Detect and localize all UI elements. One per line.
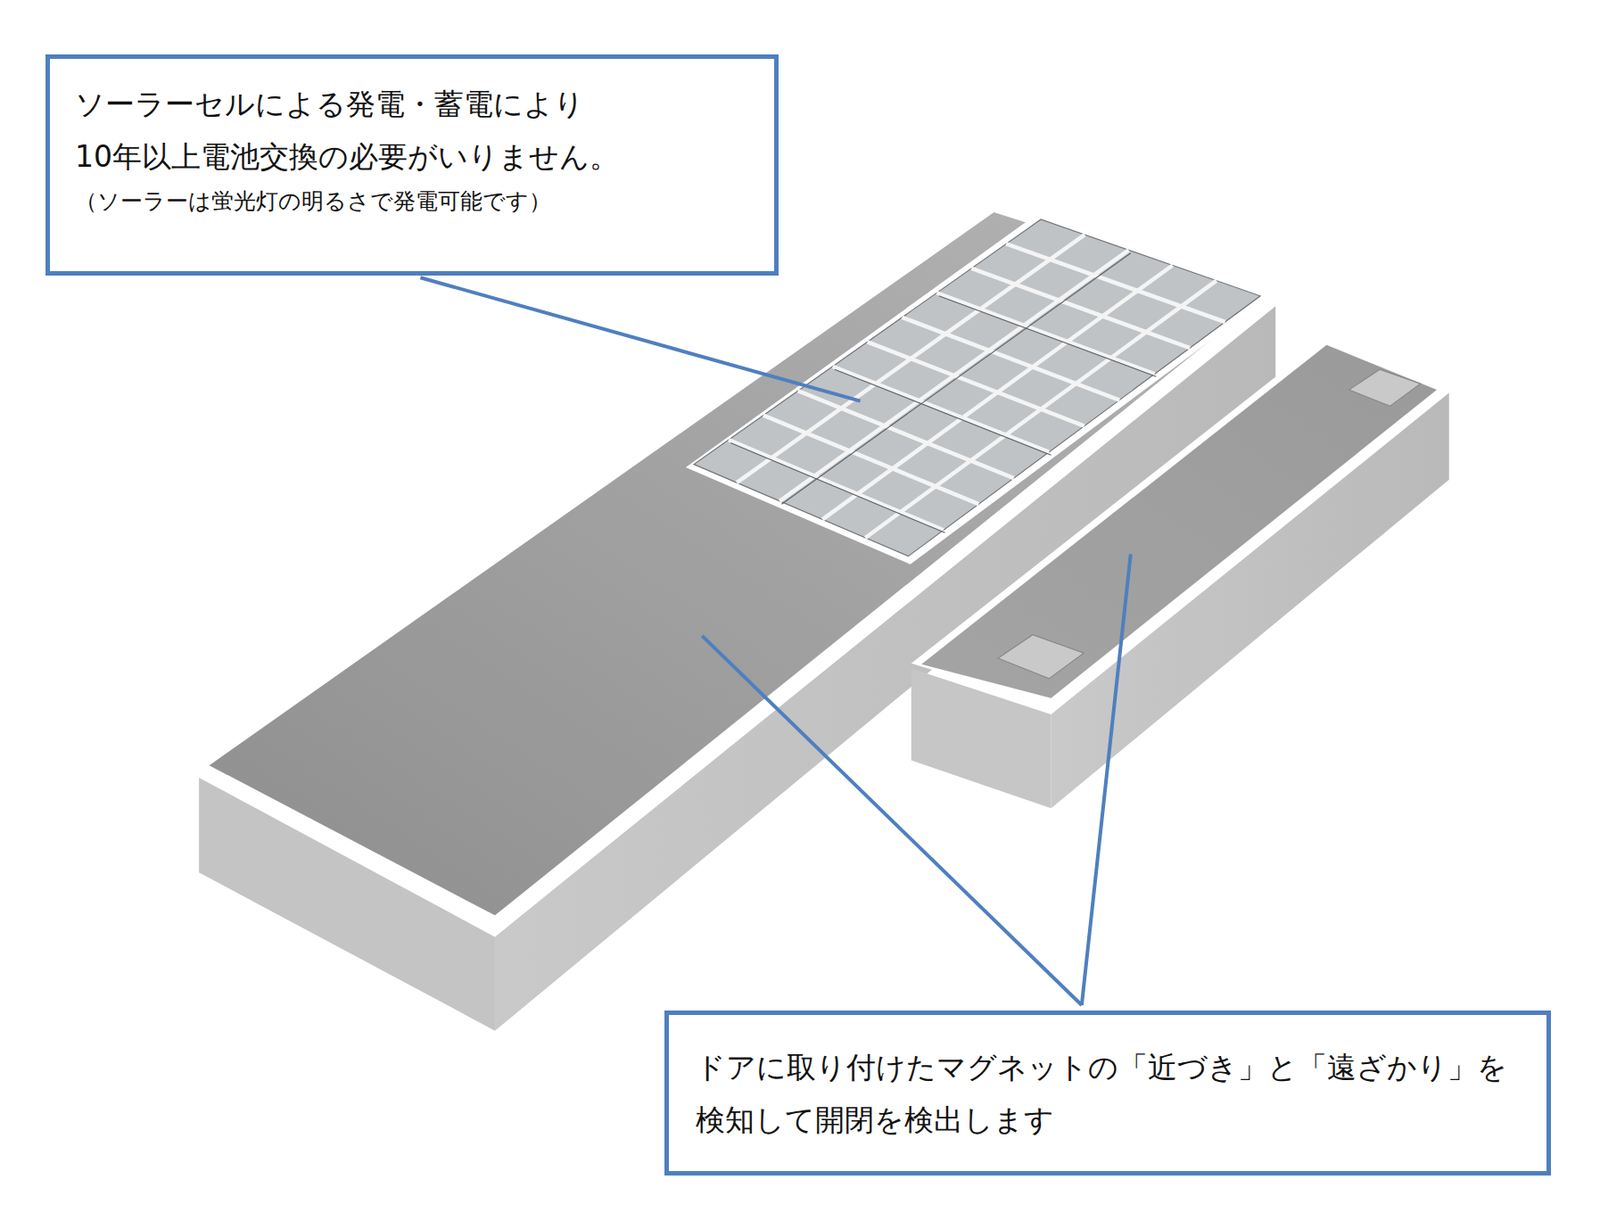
device-drawing <box>198 204 1450 1031</box>
callout-text: ドアに取り付けたマグネットの「近づき」と「遠ざかり」を 検知して開閉を検出します <box>695 1041 1520 1147</box>
solar-grid-shadow <box>730 253 1156 534</box>
magnet-hole <box>997 635 1084 679</box>
magnet-top-face <box>921 345 1437 699</box>
magnet-hole <box>1349 369 1421 406</box>
leader-line <box>420 277 1130 1006</box>
magnet-top-rim <box>911 337 1450 707</box>
callout-box: ソーラーセルによる発電・蓄電により 10年以上電池交換の必要がいりません。（ソー… <box>45 54 779 276</box>
callout-text: ソーラーセルによる発電・蓄電により 10年以上電池交換の必要がいりません。 <box>74 78 750 183</box>
callout-box: ドアに取り付けたマグネットの「近づき」と「遠ざかり」を 検知して開閉を検出します <box>664 1010 1551 1176</box>
callout-note: （ソーラーは蛍光灯の明るさで発電可能です） <box>74 184 750 219</box>
